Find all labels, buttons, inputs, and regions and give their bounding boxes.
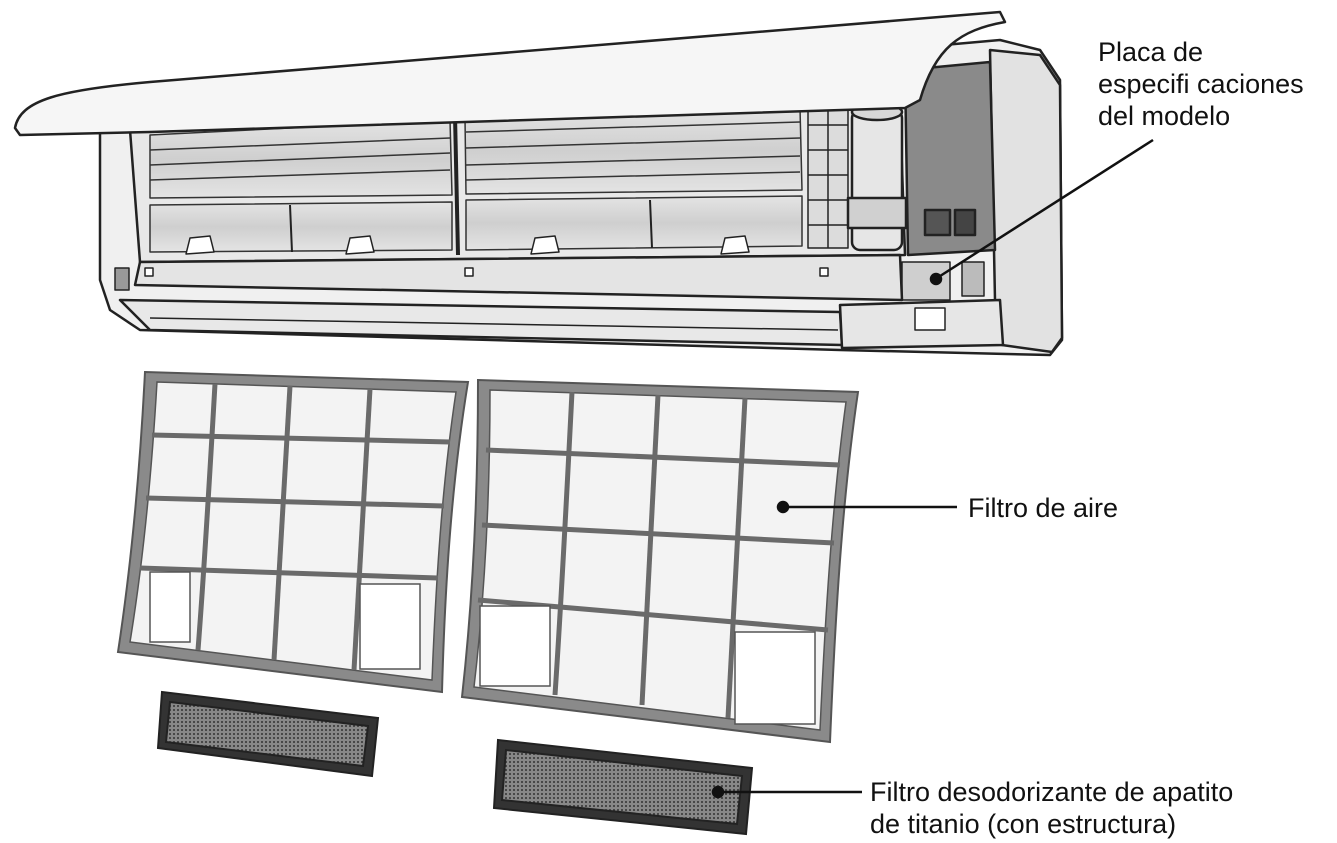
label-model-plate-line-1: Placa de (1098, 37, 1204, 67)
fan-motor (846, 102, 908, 252)
label-model-plate: Placa de especifi caciones del modelo (1098, 36, 1304, 132)
label-model-plate-line-3: del modelo (1098, 101, 1231, 131)
label-model-plate-line-2: especifi caciones (1098, 69, 1304, 99)
air-filter-right (460, 378, 860, 744)
deodorizing-filter-right (492, 738, 754, 836)
leader-dot-model-plate (929, 272, 943, 286)
leader-model-plate (936, 138, 1154, 280)
leader-lines (711, 138, 1154, 799)
label-deodorizing-filter-line-2: de titanio (con estructura) (870, 809, 1177, 839)
side-grille (807, 99, 849, 249)
front-panel-open (13, 10, 1007, 137)
front-strip (133, 253, 904, 302)
deodorizing-filter-left (156, 690, 380, 778)
clips (185, 235, 750, 255)
leader-dot-deodorizing-filter (711, 785, 725, 799)
air-filter-left (116, 370, 470, 694)
control-box (903, 60, 997, 257)
label-deodorizing-filter-line-1: Filtro desodorizante de apatito (870, 777, 1234, 807)
model-specification-plate (901, 261, 951, 301)
indoor-unit (98, 38, 1064, 357)
leader-dot-air-filter (776, 500, 790, 514)
label-deodorizing-filter: Filtro desodorizante de apatito de titan… (870, 776, 1233, 840)
label-air-filter: Filtro de aire (968, 493, 1119, 523)
